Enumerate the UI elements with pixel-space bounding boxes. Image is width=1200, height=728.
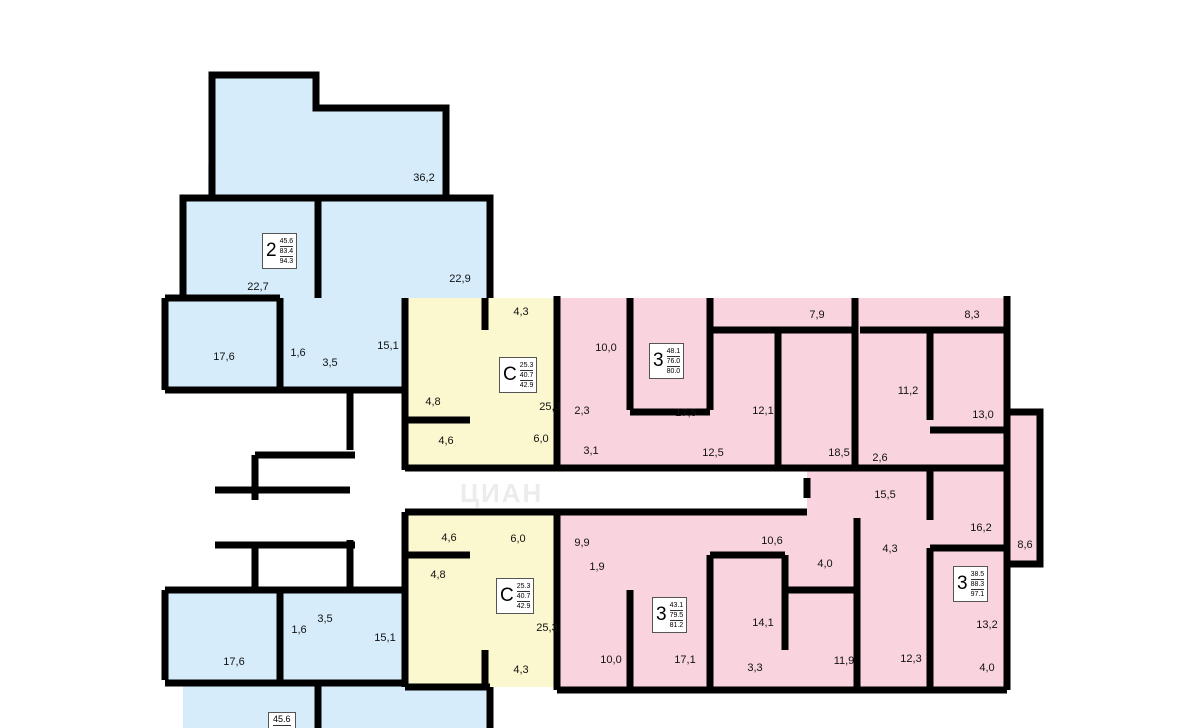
room-area: 15,1 (377, 340, 399, 352)
full-area: 94.3 (279, 257, 294, 265)
room-count: 3 (957, 573, 968, 594)
living-area: 25.3 (519, 361, 534, 371)
walls (161, 71, 1044, 728)
balcony-fill (1010, 412, 1040, 564)
room-area: 4,3 (882, 543, 898, 555)
full-area: 80.0 (666, 367, 681, 375)
room-fill (807, 468, 1007, 518)
room-area: 10,0 (595, 342, 617, 354)
watermark: ЦИАН (460, 478, 544, 508)
total-area: 88.3 (970, 580, 985, 590)
room-area: 3,5 (322, 357, 338, 369)
living-area: 43.1 (669, 601, 684, 611)
room-area: 12,5 (702, 447, 724, 459)
total-area: 76.0 (666, 357, 681, 367)
room-area: 9,9 (574, 537, 590, 549)
room-area: 4,8 (430, 569, 446, 581)
room-area: 6,0 (533, 433, 549, 445)
room-area: 11,9 (833, 655, 855, 667)
room-area: 2,6 (872, 452, 888, 464)
room-area: 16,2 (970, 522, 992, 534)
room-area: 22,9 (449, 273, 471, 285)
room-area: 1,9 (589, 561, 605, 573)
room-area: 25,3 (539, 401, 561, 413)
total-area: 40.7 (519, 371, 534, 381)
room-fill (165, 75, 490, 388)
room-area: 4,0 (817, 558, 833, 570)
room-area: 12,1 (752, 405, 774, 417)
room-area: 6,0 (510, 533, 526, 545)
room-area: 4,6 (441, 532, 457, 544)
room-area: 22,7 (247, 281, 269, 293)
total-area: 83.4 (279, 247, 294, 257)
room-area: 10,0 (600, 654, 622, 666)
room-area: 25,3 (536, 622, 558, 634)
room-area: 10,6 (761, 535, 783, 547)
room-area: 15,5 (874, 489, 896, 501)
room-fill (557, 298, 1007, 468)
room-area: 3,1 (583, 445, 599, 457)
room-area: 7,9 (809, 309, 825, 321)
living-area: 48.1 (666, 347, 681, 357)
room-area: 4,6 (438, 435, 454, 447)
room-fill (165, 590, 490, 728)
room-count: 2 (266, 240, 277, 261)
room-area: 3,3 (747, 662, 763, 674)
total-area: 79.5 (669, 611, 684, 621)
room-area: 18,5 (828, 447, 850, 459)
total-area: 40.7 (516, 592, 531, 602)
room-area: 13,2 (976, 619, 998, 631)
room-area: 17,1 (674, 654, 696, 666)
full-area: 97.1 (970, 590, 985, 598)
room-area: 12,3 (900, 653, 922, 665)
room-area: 4,0 (979, 662, 995, 674)
room-area: 3,5 (317, 613, 333, 625)
room-area: 13,0 (972, 409, 994, 421)
room-count: 3 (653, 350, 664, 371)
room-area: 8,6 (1017, 539, 1033, 551)
living-area: 45.6 (279, 237, 294, 247)
room-count: 3 (656, 604, 667, 625)
room-area: 4,3 (513, 664, 529, 676)
full-area: 42.9 (519, 381, 534, 389)
room-area: 11,2 (897, 385, 919, 397)
living-area: 25.3 (516, 582, 531, 592)
room-area: 1,6 (291, 624, 307, 636)
apartment-2room-top[interactable] (165, 75, 490, 388)
room-count: С (500, 585, 514, 606)
apartment-info-box[interactable]: 45.6 (268, 712, 296, 728)
room-area: 8,3 (964, 309, 980, 321)
room-area: 14,1 (752, 617, 774, 629)
full-area: 42.9 (516, 602, 531, 610)
room-area: 2,3 (574, 405, 590, 417)
room-area: 15,1 (374, 632, 396, 644)
room-area: 17,5 (675, 407, 697, 419)
living-area: 45.6 (273, 714, 291, 726)
room-area: 17,6 (213, 351, 235, 363)
room-area: 17,6 (223, 656, 245, 668)
room-area: 4,8 (425, 396, 441, 408)
apartment-2room-bottom[interactable] (165, 590, 490, 728)
living-area: 38.5 (970, 570, 985, 580)
room-area: 36,2 (413, 172, 435, 184)
room-area: 1,6 (290, 347, 306, 359)
room-area: 4,3 (513, 306, 529, 318)
full-area: 81.2 (669, 621, 684, 629)
room-count: С (503, 364, 517, 385)
